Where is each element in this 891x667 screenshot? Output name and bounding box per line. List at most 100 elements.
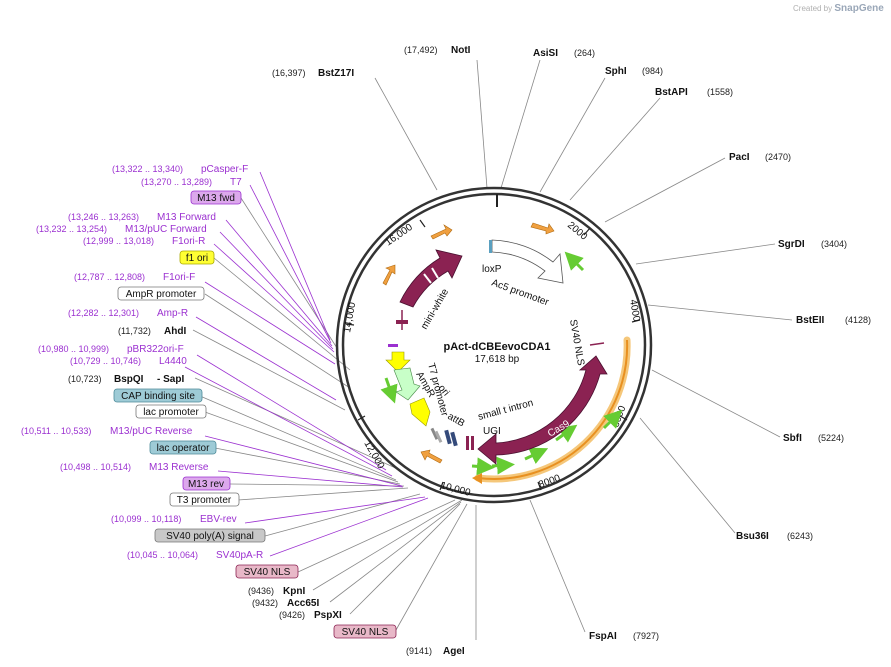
leader-m13forward [225,219,333,347]
leader-m13puc-rev [204,435,403,487]
primer-m13reverse-range: (10,498 .. 10,514) [60,462,131,472]
primer-l4440-range: (10,729 .. 10,746) [70,356,141,366]
site-bstapi-pos: (1558) [707,87,733,97]
primer-amp-r-name: Amp-R [157,308,188,319]
leader-l4440 [184,366,393,477]
leader-f1ori-f [204,281,336,365]
green-arrows [380,251,623,476]
mini-white-label: mini-white [419,287,451,332]
primer-pbr322-name: pBR322ori-F [127,344,184,355]
ori-yellow-arrow [409,397,431,427]
primer-m13puc-fwd-name: M13/pUC Forward [125,224,207,235]
box-lacprom-text: lac promoter [143,407,199,418]
site-sgrdi-pos: (3404) [821,239,847,249]
box-labels: M13 fwd f1 ori AmpR promoter CAP binding… [113,190,397,639]
leader-sgrdi [635,243,776,265]
box-f1ori: f1 ori [179,250,215,265]
attb-block-4 [434,430,443,443]
small-feature-purple [388,344,398,347]
leader-cap [199,395,397,481]
leader-bsteii [647,304,793,321]
site-pspxi-pos: (9426) [279,610,305,620]
tick-10000-mark [439,481,444,491]
leader-asisi [500,59,541,189]
primer-f1ori-f-name: F1ori-F [163,272,195,283]
tick-14000-mark [345,323,355,326]
box-ampr-promoter-bg [117,286,205,301]
primer-amp-r-range: (12,282 .. 12,301) [68,308,139,318]
leader-sv40nls1 [297,499,456,573]
site-bspqi-name: BspQI [114,374,144,385]
primer-f1ori-f-range: (12,787 .. 12,808) [74,272,145,282]
site-bstz17i-name: BstZ17I [318,68,354,79]
site-labels: (17,492) NotI AsiSI (264) SphI (984) Bst… [68,45,871,657]
box-lacprom: lac promoter [135,404,207,419]
leader-f1ori [213,257,351,371]
site-sbfi-name: SbfI [783,433,802,444]
site-bstapi-name: BstAPI [655,87,688,98]
mini-white-marks [423,267,439,284]
green-arrow-5 [524,447,549,464]
primer-m13puc-rev-name: M13/pUC Reverse [110,426,193,437]
site-paci-name: PacI [729,152,750,163]
primer-m13forward-name: M13 Forward [157,212,216,223]
tick-12000-mark [357,415,366,421]
mini-white-arrow [399,249,463,308]
primer-sv40pa-r-range: (10,045 .. 10,064) [127,550,198,560]
primer-pbr322-range: (10,980 .. 10,999) [38,344,109,354]
box-sv40nls-2: SV40 NLS [333,624,397,639]
site-kpni-name: KpnI [283,586,305,597]
leader-fspai [529,499,586,633]
leader-t7 [249,184,332,344]
leader-noti [476,59,488,189]
green-arrow-7 [471,457,495,476]
primer-ebv-rev-name: EBV-rev [200,514,237,525]
leader-bstapi [569,97,661,201]
leader-paci [604,157,726,223]
site-bsu36i-name: Bsu36I [736,531,769,542]
primer-m13reverse-name: M13 Reverse [149,462,209,473]
ac5-promoter-label: Ac5 promoter [490,277,551,308]
leader-m13rev [229,483,405,487]
box-m13fwd: M13 fwd [190,190,242,205]
tick-8000-mark [537,481,542,491]
green-arrow-4 [555,424,578,443]
site-fspai-name: FspAI [589,631,617,642]
leader-pspxi [349,503,461,615]
site-pspxi-name: PspXI [314,610,342,621]
leader-f1ori-r [213,243,335,353]
orange-arrow-4 [420,449,443,464]
primer-leaders [184,171,429,557]
leader-ampr-promoter [204,293,351,389]
site-sphi-name: SphI [605,66,627,77]
small-t-intron-label: small t intron [477,398,535,423]
primer-m13puc-fwd-range: (13,232 .. 13,254) [36,224,107,234]
box-ampr-promoter: AmpR promoter [117,286,205,301]
primer-m13forward-range: (13,246 .. 13,263) [68,212,139,222]
orange-arrow-3 [382,264,396,286]
box-lacop: lac operator [149,440,217,455]
leader-lacprom [204,411,399,483]
primer-pcasper-range: (13,322 .. 13,340) [112,164,183,174]
box-m13fwd-bg [190,190,242,205]
leader-m13puc-fwd [219,231,334,350]
box-m13rev: M13 rev [182,476,231,491]
primer-t7-name: T7 [230,177,242,188]
ugi-block-2 [471,436,474,450]
primer-m13puc-rev-range: (10,511 .. 10,533) [21,426,91,436]
box-sv40pa-bg [154,528,266,543]
leader-ebv-rev [244,496,426,524]
ampr-arrow [393,367,421,401]
site-sgrdi-name: SgrDI [778,239,805,250]
orange-arrow-2 [530,222,555,235]
mini-white-gap-1 [423,273,432,284]
leader-m13reverse [217,470,404,488]
primer-f1ori-r-range: (12,999 .. 13,018) [83,236,154,246]
plasmid-size: 17,618 bp [475,354,520,365]
box-lacop-text: lac operator [157,443,210,454]
backbone-ring [335,186,653,504]
leader-sv40pa-r [269,497,429,557]
cas9-arrow [477,355,608,465]
box-m13fwd-text: M13 fwd [197,193,235,204]
